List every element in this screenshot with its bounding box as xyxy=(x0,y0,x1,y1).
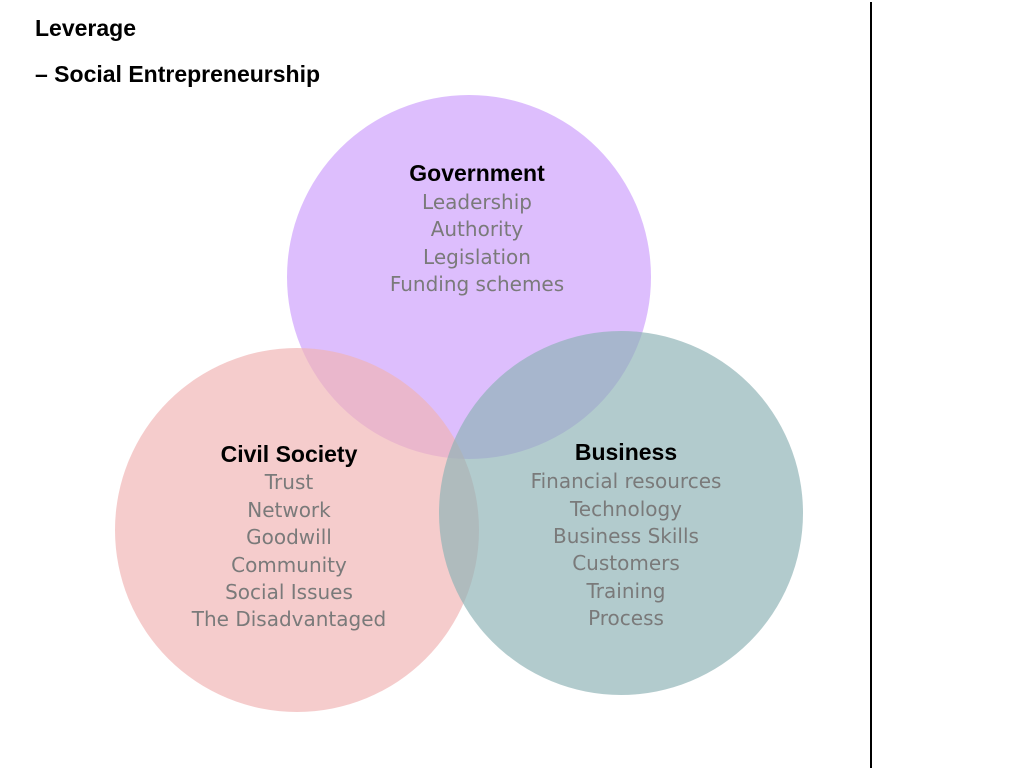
business-item: Technology xyxy=(569,497,682,521)
title-line-1: Leverage xyxy=(35,15,137,41)
government-item: Leadership xyxy=(422,190,532,214)
civil-society-heading: Civil Society xyxy=(221,441,358,467)
government-item: Legislation xyxy=(423,245,531,269)
civil-society-item: Social Issues xyxy=(225,580,353,604)
government-item: Funding schemes xyxy=(390,272,564,296)
government-heading: Government xyxy=(409,160,545,186)
government-label-group: Government Leadership Authority Legislat… xyxy=(390,160,564,296)
business-item: Customers xyxy=(572,551,680,575)
business-item: Process xyxy=(588,606,664,630)
business-label-group: Business Financial resources Technology … xyxy=(531,439,722,630)
civil-society-item: Trust xyxy=(264,470,314,494)
business-item: Training xyxy=(586,579,666,603)
business-item: Business Skills xyxy=(553,524,699,548)
civil-society-item: Network xyxy=(247,498,331,522)
civil-society-label-group: Civil Society Trust Network Goodwill Com… xyxy=(191,441,386,631)
civil-society-item: Goodwill xyxy=(246,525,332,549)
business-heading: Business xyxy=(575,439,677,465)
government-item: Authority xyxy=(431,217,524,241)
circle-civil-society xyxy=(115,348,479,712)
title-line-2: – Social Entrepreneurship xyxy=(35,61,321,87)
business-item: Financial resources xyxy=(531,469,722,493)
circle-business xyxy=(439,331,803,695)
vertical-divider xyxy=(870,2,872,768)
civil-society-item: Community xyxy=(231,553,347,577)
civil-society-item: The Disadvantaged xyxy=(191,607,386,631)
